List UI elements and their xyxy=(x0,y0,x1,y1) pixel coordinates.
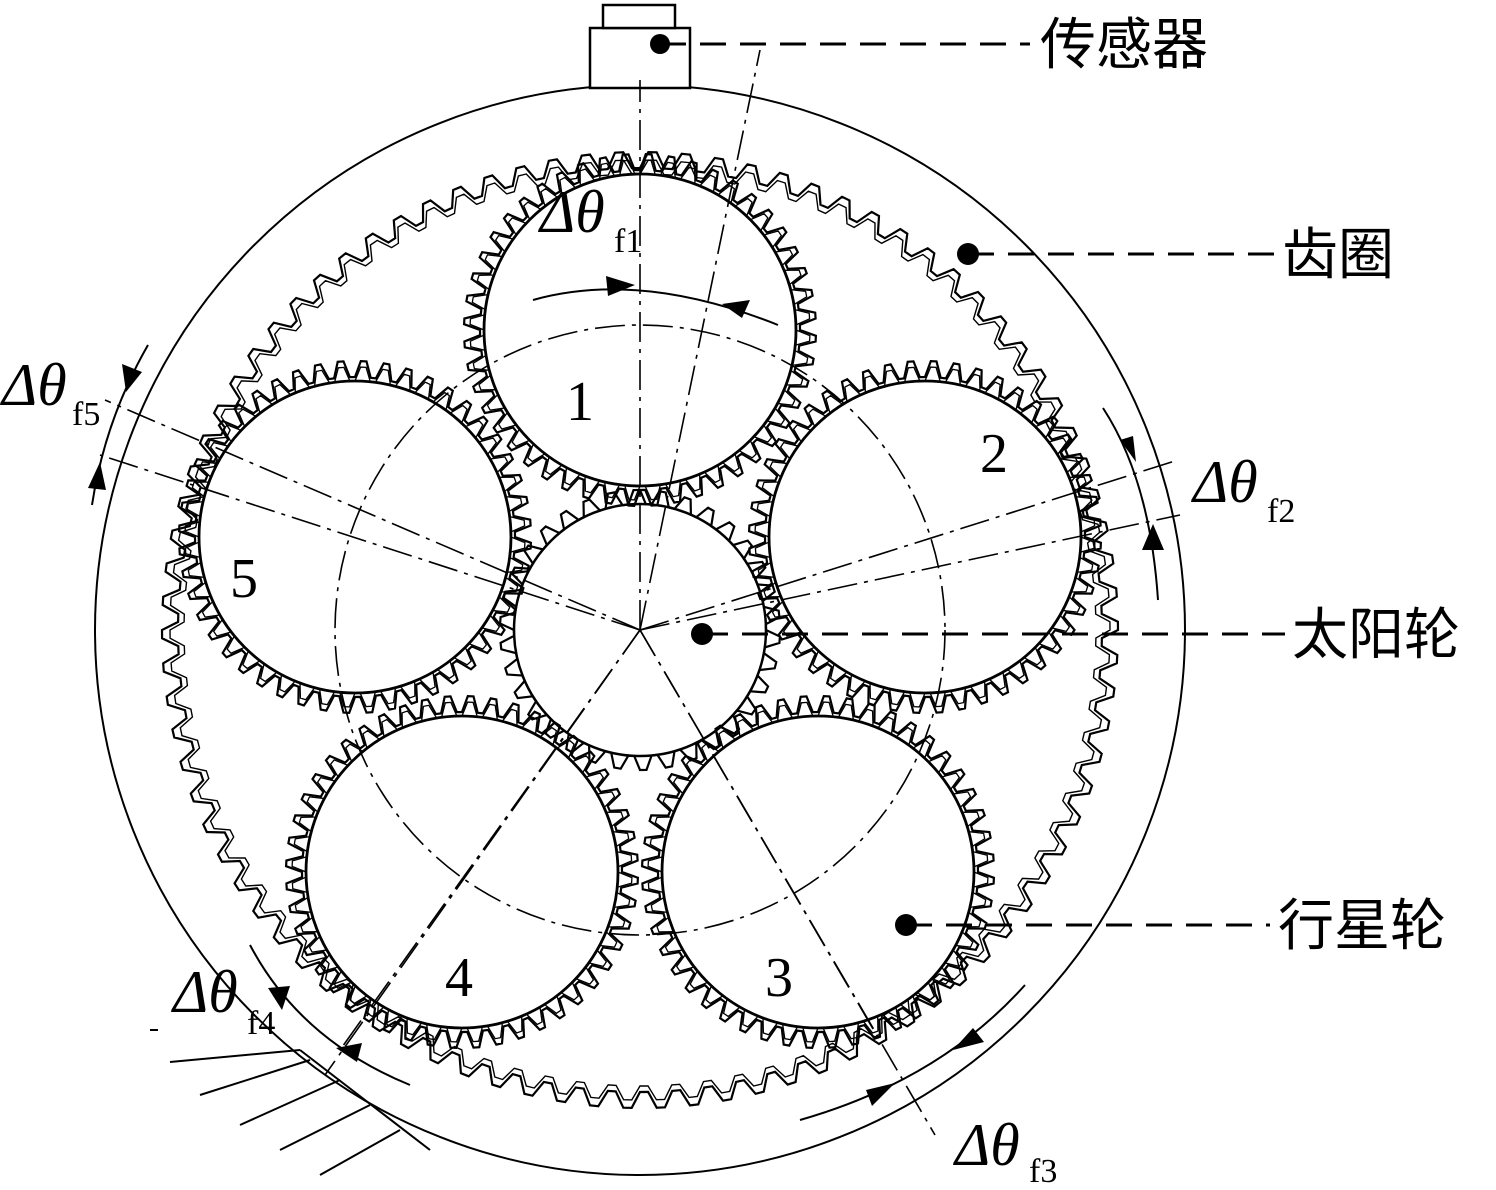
delta-theta-f5-main: Δθ xyxy=(0,352,67,418)
planet-gear-body-5 xyxy=(197,379,513,695)
planet-gear-teeth-inner-3 xyxy=(647,701,989,1043)
planet-gear-teeth-5 xyxy=(177,359,533,715)
planet-number-3: 3 xyxy=(765,947,793,1009)
center-ray-4 xyxy=(639,514,1181,631)
planet-number-2: 2 xyxy=(980,423,1008,485)
ground-hatch xyxy=(150,1029,431,1176)
delta-theta-f4-sub: f4 xyxy=(247,1005,275,1042)
ring-gear-teeth-inner xyxy=(169,159,1111,1101)
center-ray-7 xyxy=(324,629,641,1076)
error-arc-f4 xyxy=(249,944,411,1086)
planet-gear-teeth-4 xyxy=(284,694,640,1050)
sensor-body xyxy=(588,3,692,90)
leader-planet-gear xyxy=(895,914,1270,936)
planet-number-1: 1 xyxy=(566,371,594,433)
error-arc-f1 xyxy=(532,276,779,326)
planet-gear-body-3 xyxy=(660,714,976,1030)
delta-theta-f5: Δθ f5 xyxy=(0,352,100,433)
delta-theta-f5-sub: f5 xyxy=(72,396,100,433)
delta-theta-f3-main: Δθ xyxy=(953,1112,1020,1178)
center-ray-8 xyxy=(339,629,641,1051)
delta-theta-f4-main: Δθ xyxy=(171,959,238,1025)
planet-number-5: 5 xyxy=(230,548,258,610)
label-sensor: 传感器 xyxy=(1040,15,1208,77)
leader-sensor xyxy=(650,34,1030,54)
leader-sun-gear xyxy=(691,623,1285,645)
leader-ring-gear xyxy=(957,243,1275,265)
delta-theta-f2-sub: f2 xyxy=(1267,493,1295,530)
planet-gear-body-4 xyxy=(304,714,620,1030)
center-ray-3 xyxy=(639,459,1179,631)
planet-number-4: 4 xyxy=(445,947,473,1009)
delta-theta-f1-main: Δθ xyxy=(538,179,605,245)
center-ray-6 xyxy=(639,629,881,1041)
delta-theta-f2-main: Δθ xyxy=(1191,449,1258,515)
error-arc-f3 xyxy=(799,984,1026,1121)
delta-theta-f1-sub: f1 xyxy=(614,223,642,260)
planet-gear-teeth-1 xyxy=(462,152,818,508)
ring-gear-teeth xyxy=(160,150,1120,1110)
planet-center-lines xyxy=(99,49,1181,1136)
label-ring-gear: 齿圈 xyxy=(1282,225,1394,287)
error-arc-f5 xyxy=(88,344,149,506)
delta-theta-f2: Δθ f2 xyxy=(1191,449,1295,530)
planet-gear-teeth-inner-2 xyxy=(754,366,1096,708)
label-sun-gear: 太阳轮 xyxy=(1292,605,1460,667)
planet-gear-teeth-3 xyxy=(640,694,996,1050)
delta-theta-f3: Δθ f3 xyxy=(953,1112,1057,1190)
center-ray-9 xyxy=(104,399,641,631)
label-planet-gear: 行星轮 xyxy=(1278,896,1446,958)
carrier-pitch-circle xyxy=(334,324,946,936)
delta-theta-f1: Δθ f1 xyxy=(538,179,642,260)
planet-gear-teeth-2 xyxy=(747,359,1103,715)
delta-theta-f4: Δθ f4 xyxy=(171,959,275,1042)
error-arc-f2 xyxy=(1102,407,1164,601)
planet-gear-body-2 xyxy=(767,379,1083,695)
center-ray-2 xyxy=(639,49,761,631)
delta-theta-f3-sub: f3 xyxy=(1029,1153,1057,1185)
